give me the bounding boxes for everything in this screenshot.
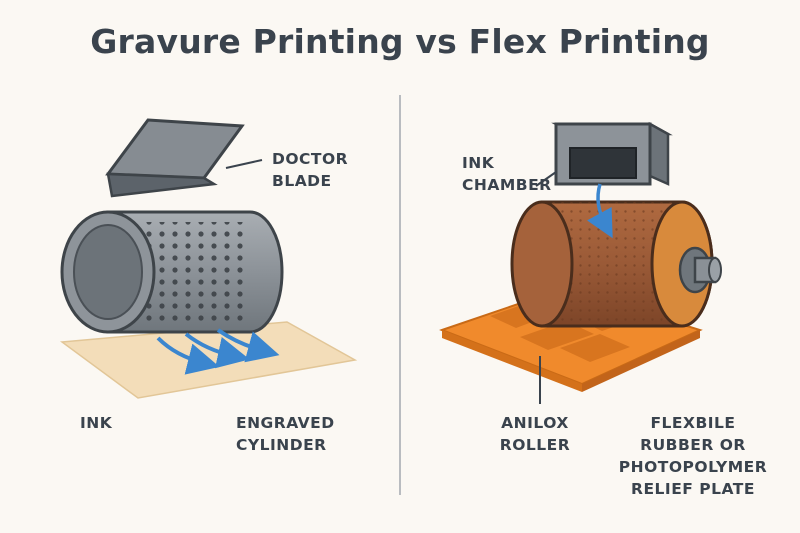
label-doctor-blade-line1: DOCTOR bbox=[272, 150, 349, 168]
label-relief-plate-line2: RUBBER OR bbox=[640, 436, 746, 454]
label-ink: INK bbox=[80, 412, 112, 434]
ink-chamber-icon bbox=[551, 121, 673, 186]
engraved-cylinder-icon bbox=[60, 210, 284, 334]
anilox-roller-icon bbox=[510, 200, 722, 328]
ink-feed-arrow-icon bbox=[587, 183, 613, 239]
doctor-blade-icon bbox=[105, 118, 245, 198]
label-ink-chamber-line1: INK bbox=[462, 154, 495, 172]
label-relief-plate: FLEXBILE RUBBER OR PHOTOPOLYMER RELIEF P… bbox=[608, 412, 778, 500]
label-engraved-cylinder-line1: ENGRAVED bbox=[236, 414, 335, 432]
label-anilox-roller: ANILOX ROLLER bbox=[480, 412, 590, 456]
label-doctor-blade: DOCTOR BLADE bbox=[272, 148, 348, 192]
doctor-blade-leader bbox=[225, 159, 263, 169]
label-doctor-blade-line2: BLADE bbox=[272, 172, 332, 190]
label-relief-plate-line4: RELIEF PLATE bbox=[631, 480, 755, 498]
ink-chamber-leader bbox=[535, 171, 557, 187]
label-engraved-cylinder: ENGRAVED CYLINDER bbox=[236, 412, 335, 456]
label-anilox-roller-line1: ANILOX bbox=[501, 414, 569, 432]
label-relief-plate-line3: PHOTOPOLYMER bbox=[618, 458, 768, 476]
label-ink-chamber: INK CHAMBER bbox=[462, 152, 552, 196]
diagram-title: Gravure Printing vs Flex Printing bbox=[90, 22, 710, 61]
label-ink-chamber-line2: CHAMBER bbox=[462, 176, 552, 194]
label-anilox-roller-line2: ROLLER bbox=[499, 436, 571, 454]
label-engraved-cylinder-line2: CYLINDER bbox=[236, 436, 327, 454]
ink-flow-arrows-icon bbox=[156, 328, 280, 375]
label-relief-plate-line1: FLEXBILE bbox=[650, 414, 736, 432]
label-ink-line1: INK bbox=[80, 414, 113, 432]
